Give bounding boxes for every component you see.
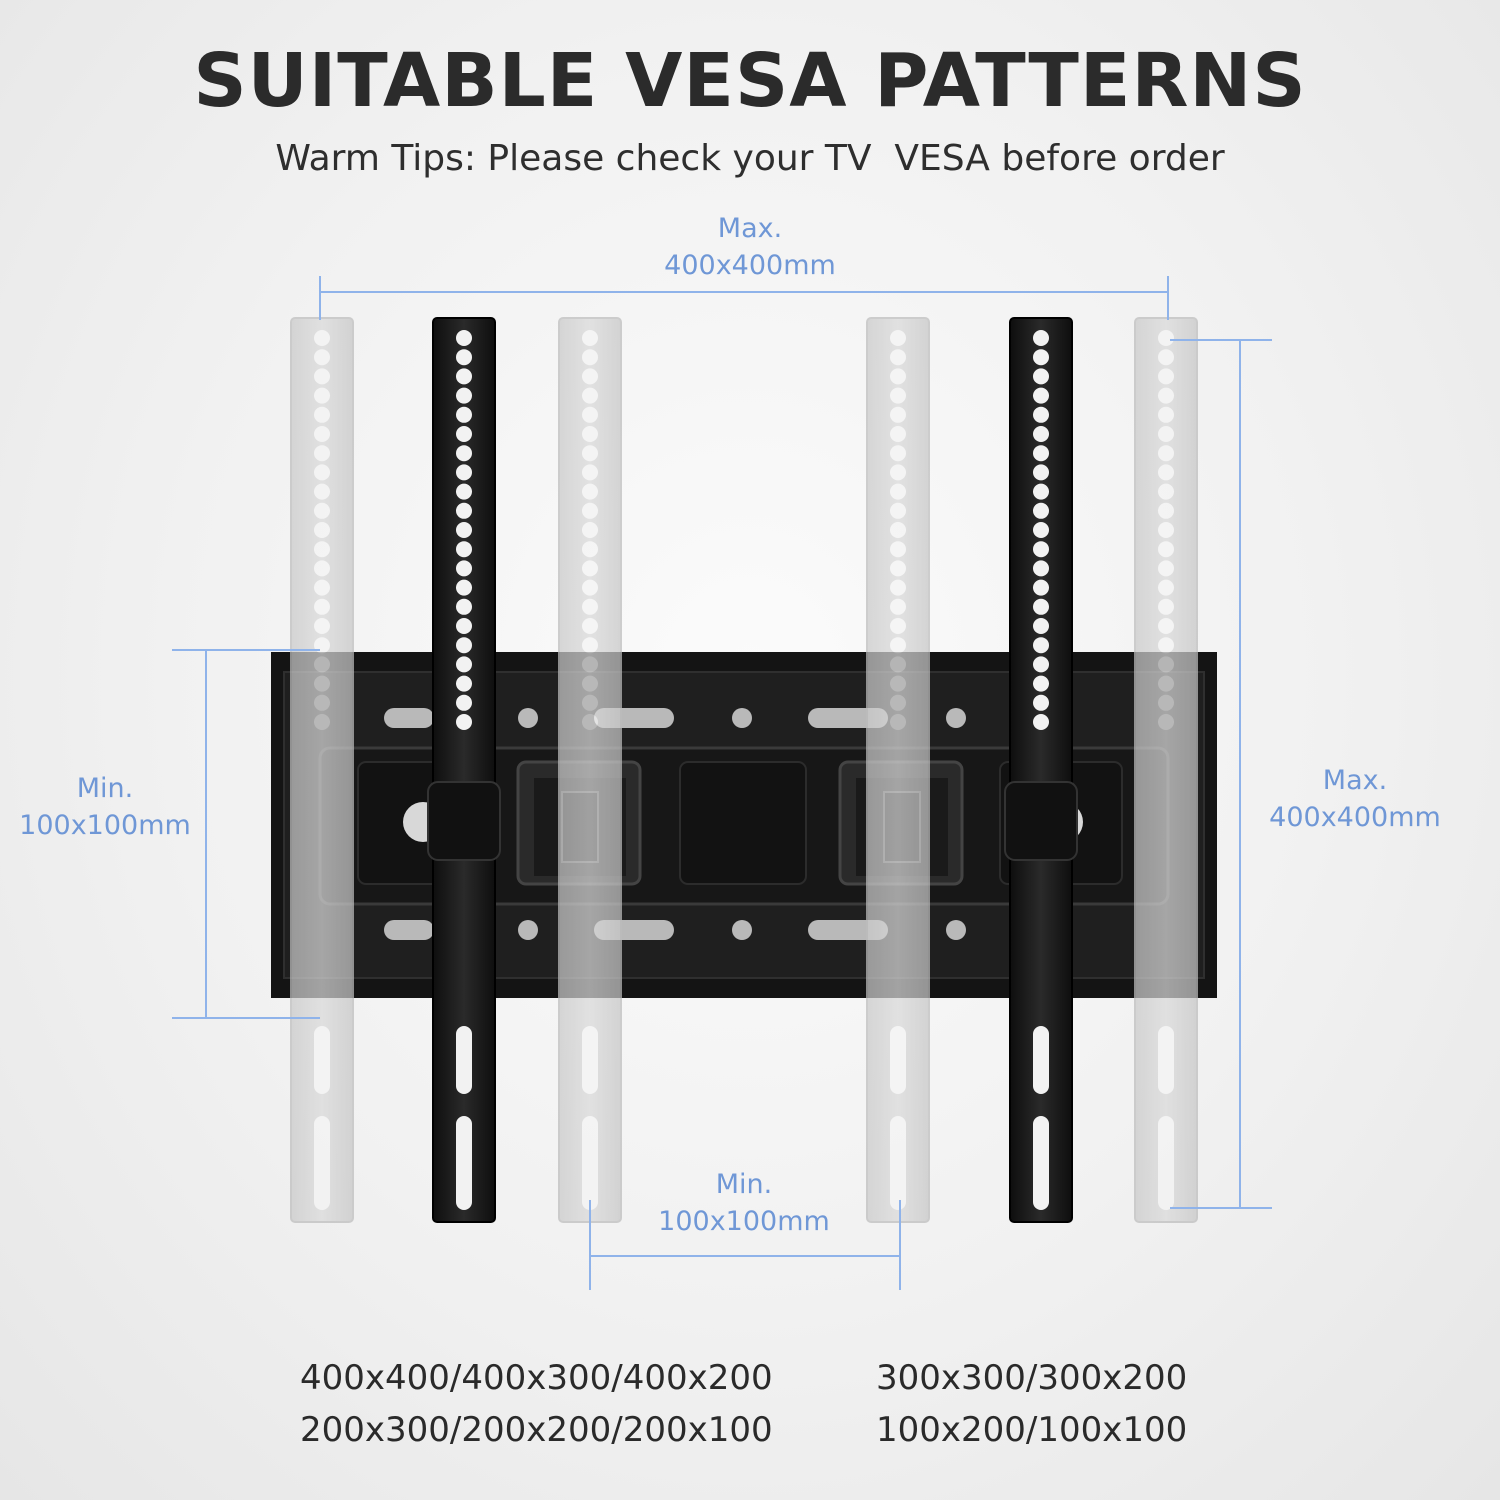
ghost-bracket-outer-left [290,317,354,1223]
ghost-bracket-outer-right [1134,317,1198,1223]
supported-sizes-right-line1: 300x300/300x200 [876,1358,1188,1398]
right-max-dimension-line [1170,339,1272,1209]
bottom-min-label-line1: Min. [715,1169,773,1200]
supported-sizes-right-line2: 100x200/100x100 [876,1410,1188,1450]
supported-sizes-left-line1: 400x400/400x300/400x200 [300,1358,773,1398]
left-min-label-line1: Min. [76,773,134,804]
ghost-bracket-inner-left [558,317,622,1223]
supported-sizes-left-line2: 200x300/200x200/200x100 [300,1410,773,1450]
top-max-dimension-line [319,276,1169,320]
top-max-label-line2: 400x400mm [664,250,836,281]
left-min-label: Min. 100x100mm [0,770,210,844]
page-title: SUITABLE VESA PATTERNS [193,38,1307,124]
left-min-label-line2: 100x100mm [19,810,191,841]
left-min-dimension-line [172,649,320,1019]
right-max-label-line1: Max. [1322,765,1388,796]
ghost-bracket-inner-right [866,317,930,1223]
supported-sizes-right: 300x300/300x200 100x200/100x100 [876,1352,1187,1456]
bottom-min-label-line2: 100x100mm [658,1206,830,1237]
right-max-label-line2: 400x400mm [1269,802,1441,833]
dimension-lines [172,276,1272,1290]
top-max-label: Max. 400x400mm [640,210,860,284]
bracket-right [1004,317,1078,1223]
top-max-label-line1: Max. [717,213,783,244]
bracket-left [427,317,501,1223]
bottom-min-dimension-line [589,1200,901,1290]
bottom-min-label: Min. 100x100mm [632,1166,856,1240]
warm-tips-subtitle: Warm Tips: Please check your TV VESA bef… [275,138,1225,179]
right-max-label: Max. 400x400mm [1248,762,1462,836]
supported-sizes-left: 400x400/400x300/400x200 200x300/200x200/… [300,1352,773,1456]
